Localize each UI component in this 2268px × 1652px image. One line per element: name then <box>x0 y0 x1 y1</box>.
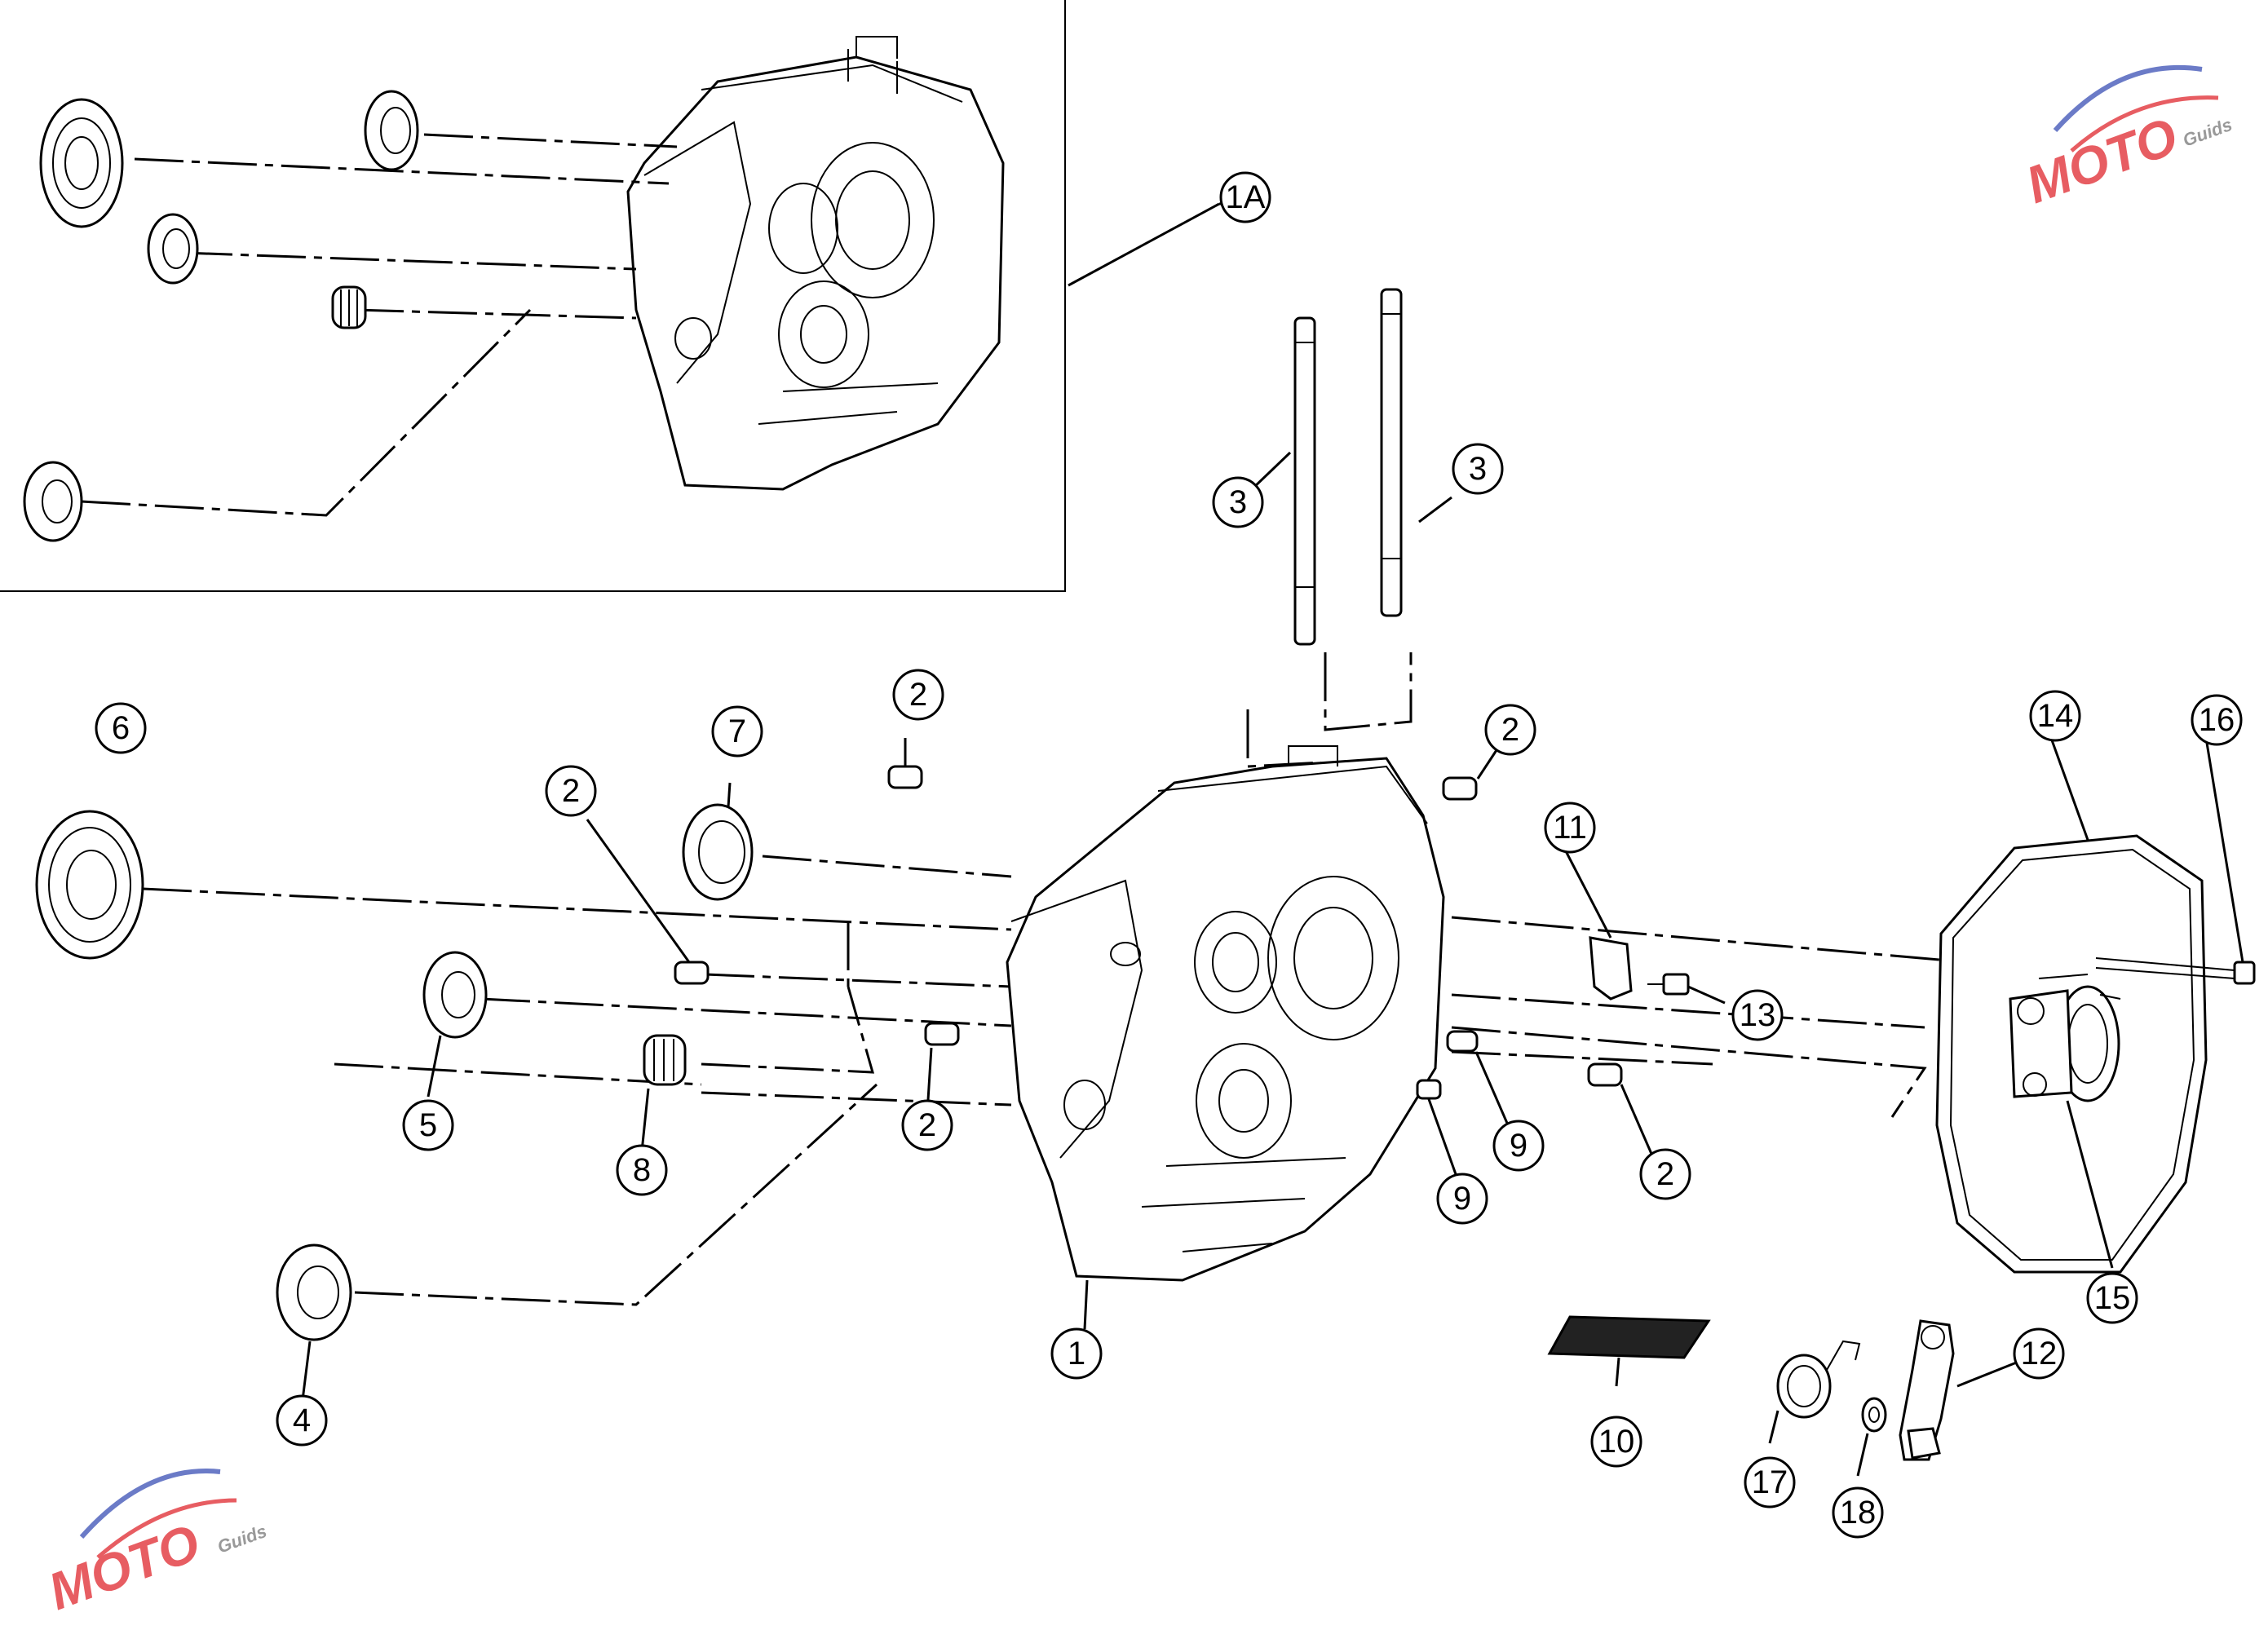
inset-bearing-bottom <box>23 461 83 542</box>
stud-3-left <box>1293 316 1316 646</box>
callout-14-label: 14 <box>2037 698 2074 734</box>
stud-3-right <box>1380 288 1403 617</box>
callout-16: 16 <box>2191 694 2243 746</box>
callout-12-label: 12 <box>2021 1336 2058 1372</box>
callout-1-label: 1 <box>1068 1336 1085 1372</box>
inset-bearing-mid <box>147 213 199 285</box>
callout-2-lower-right-label: 2 <box>1656 1156 1674 1192</box>
dowel-pin-2-lower-right <box>1587 1062 1623 1087</box>
callout-9-upper: 9 <box>1492 1120 1545 1172</box>
crankcase-half-1 <box>1006 745 1445 1282</box>
inset-bearing-top <box>364 90 419 171</box>
spring-17 <box>1776 1340 1861 1419</box>
callout-1a: 1A <box>1219 171 1271 223</box>
needle-bearing-8 <box>643 1034 687 1086</box>
dowel-pin-9-lower <box>1416 1079 1442 1100</box>
callout-17-label: 17 <box>1752 1464 1788 1500</box>
plate-11 <box>1589 936 1633 1000</box>
dowel-pin-2-left <box>674 961 710 985</box>
bearing-4 <box>276 1243 352 1341</box>
callout-10-label: 10 <box>1598 1424 1635 1460</box>
callout-2-center-label: 2 <box>918 1107 936 1143</box>
bolt-16 <box>2095 957 2256 985</box>
callout-3-right-label: 3 <box>1469 451 1487 487</box>
arm-12 <box>1899 1319 1955 1461</box>
callout-2-left-label: 2 <box>562 773 580 809</box>
watermark-logo-top-right: MOTO Guids <box>2018 64 2235 214</box>
watermark-top-sub: Guids <box>2180 114 2235 151</box>
callout-5: 5 <box>402 1099 454 1151</box>
callout-15: 15 <box>2086 1272 2138 1324</box>
bearing-6 <box>35 810 144 960</box>
callout-12: 12 <box>2013 1327 2065 1380</box>
callout-9-lower-label: 9 <box>1453 1181 1471 1217</box>
callout-15-label: 15 <box>2094 1280 2131 1316</box>
callout-9-lower: 9 <box>1436 1173 1488 1225</box>
bolt-13 <box>1647 973 1690 996</box>
bearing-7 <box>682 803 754 901</box>
watermark-logo-bottom-left: MOTO Guids <box>41 1469 269 1621</box>
callout-2-top-label: 2 <box>909 677 927 713</box>
callout-11-label: 11 <box>1553 810 1587 846</box>
callout-10: 10 <box>1590 1416 1642 1468</box>
callout-7: 7 <box>711 705 763 758</box>
callout-2-left: 2 <box>545 765 597 817</box>
callout-3-right: 3 <box>1452 443 1504 495</box>
callout-17: 17 <box>1744 1456 1796 1508</box>
watermark-bottom-sub: Guids <box>214 1521 269 1557</box>
callout-2-upper-right: 2 <box>1484 704 1536 756</box>
callout-1: 1 <box>1050 1327 1103 1380</box>
dowel-pin-9-upper <box>1446 1030 1479 1053</box>
inset-crankcase-half <box>626 36 1005 491</box>
callout-2-lower-right: 2 <box>1639 1148 1691 1200</box>
oil-pump-15 <box>2009 974 2121 1102</box>
inset-needle-bearing <box>331 285 367 329</box>
dowel-pin-2-upper-right <box>1442 776 1478 801</box>
callout-13: 13 <box>1731 989 1784 1041</box>
dowel-pin-2-center <box>924 1022 960 1046</box>
callout-4-label: 4 <box>293 1402 311 1438</box>
callout-13-label: 13 <box>1740 997 1776 1033</box>
dowel-pin-2-top <box>887 765 923 789</box>
watermark-top-brand: MOTO <box>2018 106 2185 214</box>
callout-5-label: 5 <box>419 1107 437 1143</box>
callout-3-left-label: 3 <box>1229 484 1247 520</box>
callout-18: 18 <box>1832 1486 1884 1539</box>
callout-2-top: 2 <box>892 669 944 721</box>
inset-panel-1a <box>0 0 1220 592</box>
callout-8: 8 <box>616 1144 668 1196</box>
callout-3-left: 3 <box>1212 476 1264 528</box>
watermark-bottom-brand: MOTO <box>41 1513 207 1621</box>
bearing-5 <box>422 951 488 1039</box>
screen-10 <box>1547 1315 1711 1359</box>
callout-2-upper-right-label: 2 <box>1501 712 1519 748</box>
callout-6-label: 6 <box>112 710 130 746</box>
callout-18-label: 18 <box>1840 1495 1877 1531</box>
callout-11: 11 <box>1544 802 1596 854</box>
callout-16-label: 16 <box>2199 702 2235 738</box>
callout-2-center: 2 <box>901 1099 953 1151</box>
callout-8-label: 8 <box>633 1152 651 1188</box>
callout-6: 6 <box>95 702 147 754</box>
callout-9-upper-label: 9 <box>1510 1128 1527 1164</box>
callout-4: 4 <box>276 1394 328 1447</box>
callout-7-label: 7 <box>728 713 746 749</box>
callout-1a-label: 1A <box>1226 179 1266 215</box>
washer-18 <box>1861 1397 1887 1433</box>
callout-14: 14 <box>2029 690 2081 742</box>
inset-bearing-large <box>39 98 124 228</box>
